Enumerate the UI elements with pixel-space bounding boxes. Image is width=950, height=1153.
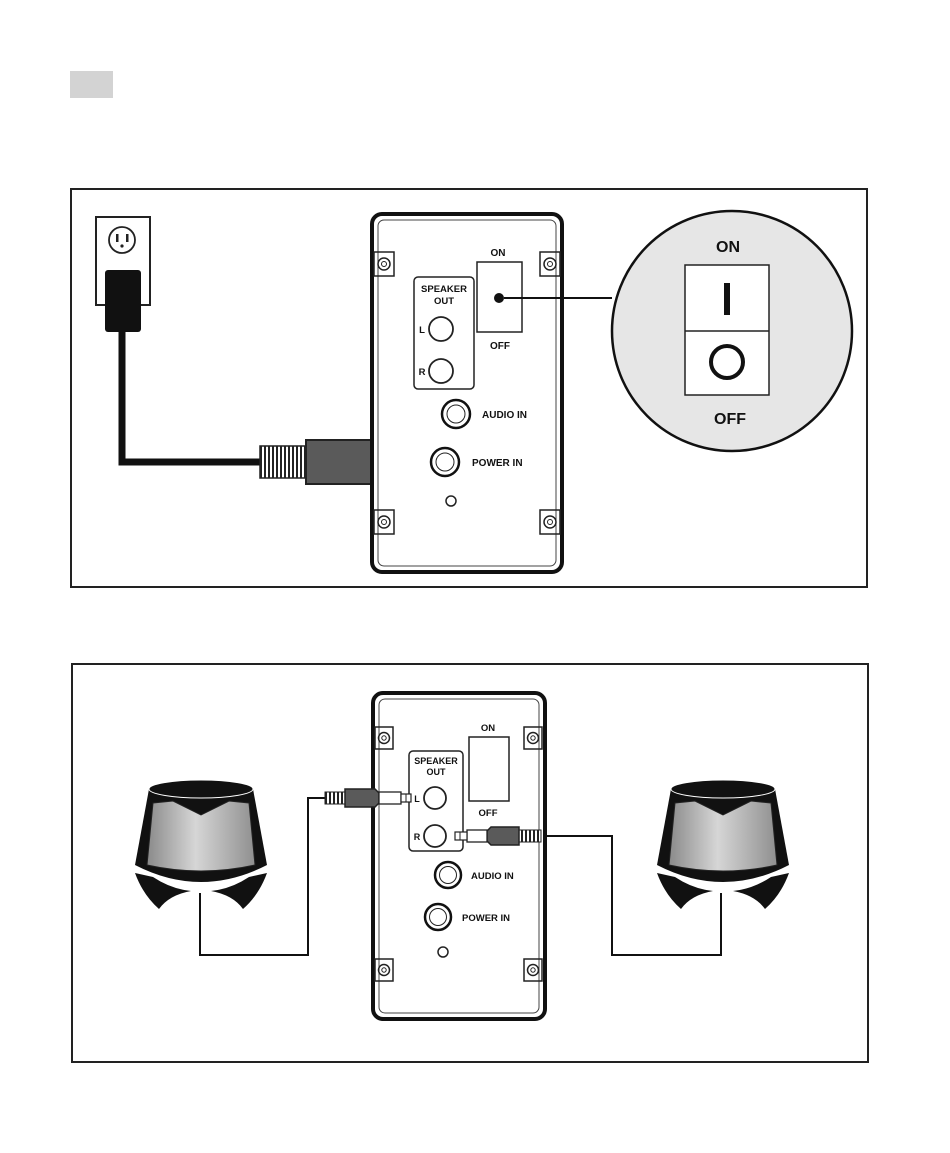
led-indicator	[438, 947, 448, 957]
speaker-out-l-jack[interactable]	[429, 317, 453, 341]
power-in-label: POWER IN	[472, 458, 523, 469]
switch-off-label: OFF	[479, 808, 498, 819]
power-switch[interactable]	[469, 737, 509, 801]
led-indicator	[446, 496, 456, 506]
power-connection-panel: ON OFF SPEAKER OUT L R AUDIO IN POWER IN	[70, 188, 868, 588]
page-tab-marker	[70, 71, 113, 98]
switch-indicator-dot	[494, 293, 504, 303]
speaker-out-l-jack[interactable]	[424, 787, 446, 809]
audio-in-label: AUDIO IN	[482, 410, 527, 421]
audio-in-jack[interactable]	[442, 400, 470, 428]
power-in-label: POWER IN	[462, 913, 510, 924]
speaker-out-label-line2: OUT	[427, 767, 447, 777]
speaker-out-label-line1: SPEAKER	[414, 756, 458, 766]
switch-on-label: ON	[481, 723, 495, 734]
audio-in-label: AUDIO IN	[471, 871, 514, 882]
switch-on-label: ON	[491, 248, 506, 259]
audio-in-jack[interactable]	[435, 862, 461, 888]
device-back-panel	[372, 214, 562, 572]
switch-off-label: OFF	[490, 341, 510, 352]
jack-l-label: L	[414, 794, 420, 804]
jack-r-label: R	[419, 367, 426, 378]
jack-l-label: L	[419, 325, 425, 336]
switch-on-symbol-icon	[724, 283, 730, 315]
speaker-out-r-jack[interactable]	[429, 359, 453, 383]
device-back-panel	[373, 693, 545, 1019]
left-audio-plug-icon	[325, 789, 411, 807]
right-audio-plug-icon	[455, 827, 541, 845]
left-speaker-icon	[135, 780, 267, 909]
power-connection-diagram: ON OFF SPEAKER OUT L R AUDIO IN POWER IN	[72, 190, 868, 586]
power-in-jack[interactable]	[431, 448, 459, 476]
power-in-jack[interactable]	[425, 904, 451, 930]
right-speaker-icon	[657, 780, 789, 909]
speaker-out-r-jack[interactable]	[424, 825, 446, 847]
zoom-off-label: OFF	[714, 411, 746, 428]
speaker-out-label-line2: OUT	[434, 296, 454, 307]
power-cable	[122, 332, 262, 462]
zoom-on-label: ON	[716, 239, 740, 256]
power-adapter-icon	[105, 270, 141, 332]
jack-r-label: R	[414, 832, 421, 842]
speaker-out-label-line1: SPEAKER	[421, 284, 467, 295]
speaker-connection-panel: ON OFF SPEAKER OUT L R AUDIO IN	[71, 663, 869, 1063]
speaker-connection-diagram: ON OFF SPEAKER OUT L R AUDIO IN	[73, 665, 869, 1061]
